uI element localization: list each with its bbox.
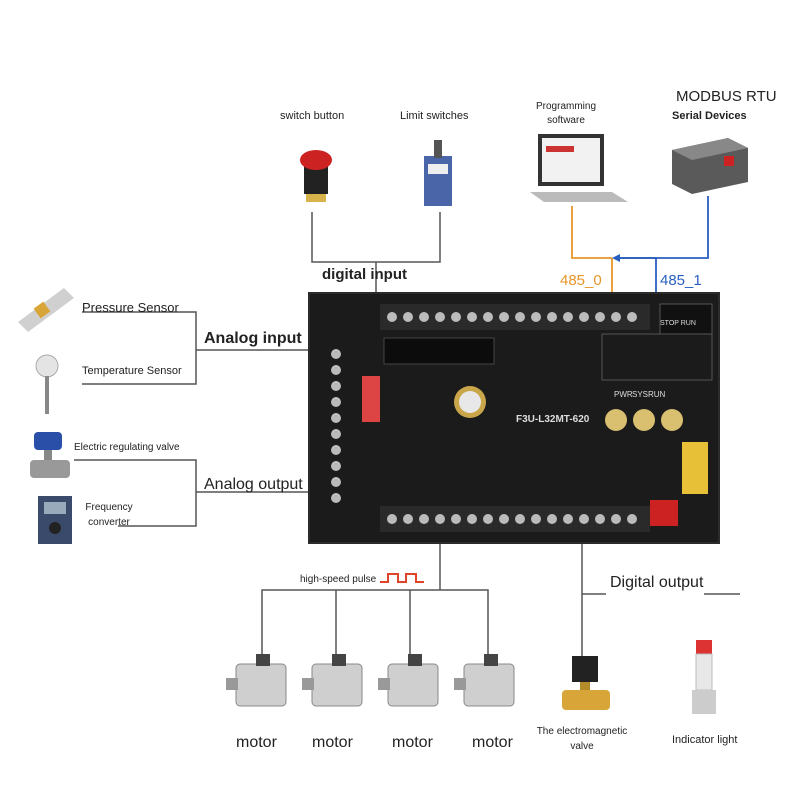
motor-label-1: motor — [236, 734, 277, 751]
switch-button-icon — [300, 150, 332, 202]
analog-input-label: Analog input — [204, 330, 302, 347]
digital-input-label: digital input — [322, 266, 407, 283]
digital-output-label: Digital output — [610, 574, 704, 591]
frequency-converter-icon — [38, 496, 72, 544]
pressure-sensor-icon — [18, 288, 74, 332]
analog-output-wire — [74, 459, 197, 527]
pulse-bus — [261, 589, 489, 654]
motor-icon — [302, 654, 363, 707]
port-485-1-label: 485_1 — [660, 272, 702, 289]
pulse-wave-icon — [380, 573, 424, 583]
indicator-light-label: Indicator light — [672, 734, 738, 746]
motor-label-2: motor — [312, 734, 353, 751]
limit-switches-label: Limit switches — [400, 110, 469, 122]
bottom-terminals — [387, 514, 637, 524]
board-model-label: F3U-L32MT-620 — [516, 414, 590, 425]
port-485-0-label: 485_0 — [560, 272, 602, 289]
electromagnetic-valve-label: The electromagnetic valve — [536, 726, 628, 752]
switch-button-label: switch button — [280, 110, 345, 122]
indicator-light-icon — [692, 640, 716, 714]
motor-icon — [454, 654, 515, 707]
modbus-rtu-label: MODBUS RTU — [676, 88, 777, 105]
plc-board-art — [331, 303, 713, 532]
board-stop-run-switch: STOP RUN — [660, 320, 696, 327]
board-led-sys: SYS — [632, 390, 649, 399]
pressure-sensor-label: Pressure Sensor — [82, 300, 179, 315]
analog-input-wire — [82, 311, 197, 385]
programming-software-label: Programming software — [535, 101, 597, 126]
motor-label-4: motor — [472, 734, 513, 751]
solenoid-valve-icon — [562, 656, 610, 710]
serial-device-icon — [672, 138, 748, 194]
serial-devices-label: Serial Devices — [672, 110, 747, 122]
top-terminals — [387, 312, 637, 322]
arrow-head — [612, 254, 620, 262]
digital-output-wire — [581, 593, 606, 660]
wire-485-1 — [620, 196, 709, 259]
digital-input-wire — [311, 212, 441, 263]
frequency-converter-label: Frequency converter — [85, 502, 133, 528]
board-led-pwr: PWR — [614, 390, 633, 399]
motor-icon — [378, 654, 439, 707]
board-led-run: RUN — [648, 390, 666, 399]
regulating-valve-icon — [30, 432, 70, 478]
limit-switch-icon — [424, 140, 452, 206]
wire-485-1-down — [620, 257, 657, 300]
high-speed-pulse-label: high-speed pulse — [300, 574, 377, 585]
temperature-sensor-label: Temperature Sensor — [82, 365, 182, 377]
wire-485-0 — [571, 206, 612, 259]
laptop-icon — [530, 134, 628, 202]
analog-output-label: Analog output — [204, 476, 303, 493]
plc-board: F3U-L32MT-620 PWR SYS RUN STOP RUN — [308, 292, 720, 544]
motor-icon — [226, 654, 287, 707]
left-terminals — [331, 349, 341, 503]
motor-label-3: motor — [392, 734, 433, 751]
electric-regulating-valve-label: Electric regulating valve — [74, 442, 180, 453]
temperature-sensor-icon — [35, 354, 59, 414]
